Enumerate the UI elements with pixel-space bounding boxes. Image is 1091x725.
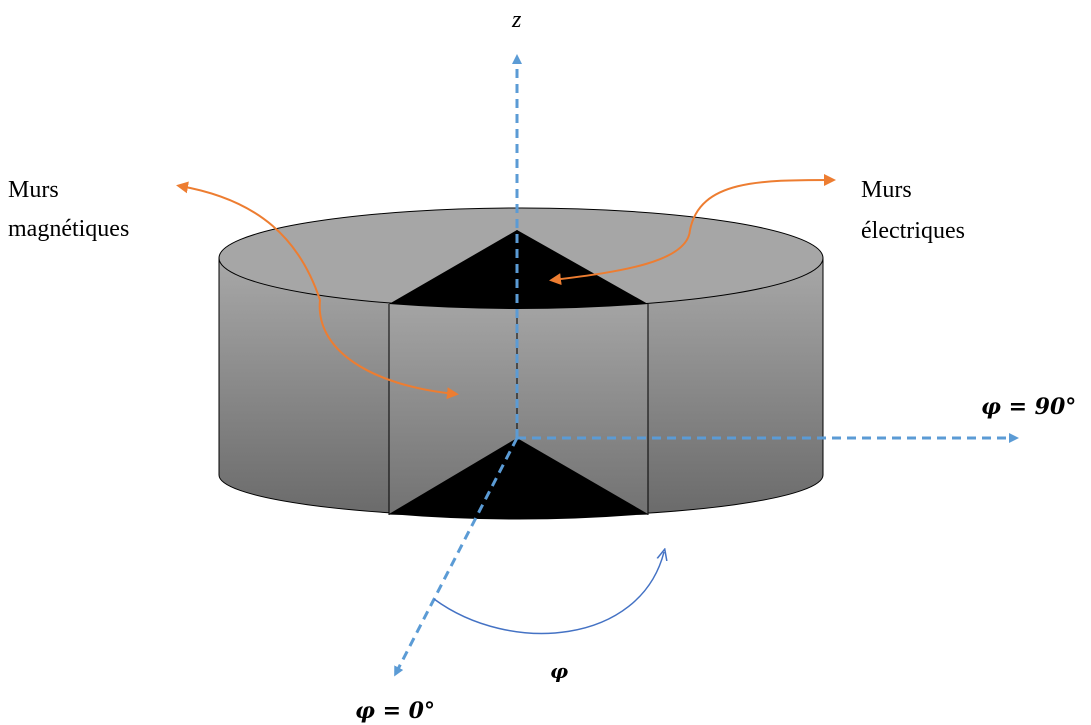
phi-arc-label: φ — [550, 659, 568, 683]
phi-0-label: φ = 0° — [355, 698, 435, 724]
z-axis-label: z — [511, 7, 522, 33]
electric-walls-label-line1: Murs — [861, 177, 912, 203]
inner-cut-face — [389, 304, 648, 515]
magnetic-walls-arrow-in — [318, 299, 459, 400]
bottom-wedge — [389, 438, 648, 520]
electric-walls-label-line2: électriques — [861, 218, 965, 244]
phi-rotation-arc — [433, 552, 664, 635]
phi-90-label: φ = 90° — [981, 394, 1076, 420]
magnetic-walls-label-line1: Murs — [8, 177, 59, 203]
electric-walls-arrow-in — [549, 229, 691, 286]
magnetic-walls-label-line2: magnétiques — [8, 216, 129, 242]
magnetic-walls-arrow-out — [176, 181, 321, 301]
electric-walls-arrow-out — [689, 174, 836, 231]
